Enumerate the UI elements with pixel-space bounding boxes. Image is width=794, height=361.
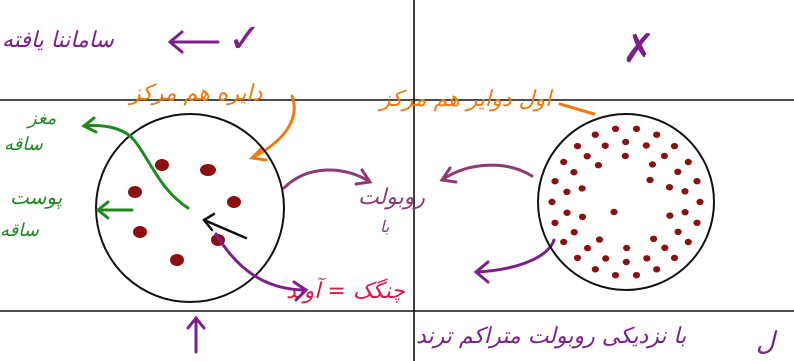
right-dot xyxy=(653,266,660,272)
right-dot xyxy=(574,143,581,149)
right-dot xyxy=(633,126,640,132)
right-dot xyxy=(671,143,678,149)
right-dot xyxy=(649,161,656,167)
right-dot xyxy=(570,169,577,175)
right-dot xyxy=(602,255,609,261)
right-dot xyxy=(666,184,673,190)
right-title-arrow xyxy=(560,104,594,114)
right-dot xyxy=(560,159,567,165)
bottom-left-arrow xyxy=(188,318,204,352)
left-dot xyxy=(133,226,147,238)
right-dot xyxy=(685,239,692,245)
right-dot xyxy=(646,177,653,183)
skin-label-sub: ساقه xyxy=(0,220,40,241)
right-dot xyxy=(633,272,640,278)
right-dot xyxy=(671,255,678,261)
right-dot xyxy=(551,220,558,226)
top-left-note: ساماننا یافته xyxy=(2,28,114,53)
right-dot xyxy=(596,236,603,242)
right-dot xyxy=(563,210,570,216)
right-dot xyxy=(612,272,619,278)
check-mark: ✓ xyxy=(228,16,262,62)
right-dot xyxy=(623,259,630,265)
center-label: روبولت xyxy=(358,185,425,210)
right-dot xyxy=(643,142,650,148)
right-dot xyxy=(681,188,688,194)
right-dot xyxy=(571,229,578,235)
left-dot xyxy=(170,254,184,266)
right-dot xyxy=(623,245,630,251)
top-left-arrow xyxy=(170,32,218,52)
left-circle-title: دایره هم مرکز xyxy=(127,81,263,106)
right-dot xyxy=(661,245,668,251)
brain-label: مغز xyxy=(26,108,57,129)
right-dot xyxy=(682,209,689,215)
right-dot xyxy=(595,162,602,168)
right-dot xyxy=(643,255,650,261)
right-dot xyxy=(612,126,619,132)
left-dot xyxy=(200,164,216,176)
bottom-right-marker: ل xyxy=(756,327,778,357)
right-dot xyxy=(693,220,700,226)
left-inner-arrow xyxy=(204,214,246,238)
right-dot xyxy=(693,178,700,184)
right-dot xyxy=(653,132,660,138)
center-arrow-left xyxy=(284,170,370,188)
left-dot xyxy=(227,196,241,208)
brain-label-sub: ساقه xyxy=(4,134,44,155)
right-circle-title: اول دوایر هم مرکز xyxy=(377,87,554,112)
right-dot xyxy=(666,212,673,218)
fork-arrow-right xyxy=(476,240,554,282)
left-circle xyxy=(96,114,284,302)
right-dot xyxy=(622,139,629,145)
center-arrow-right xyxy=(442,165,532,182)
right-dot xyxy=(675,229,682,235)
right-dot xyxy=(592,132,599,138)
right-dot xyxy=(574,255,581,261)
skin-arrow xyxy=(98,202,132,218)
right-circle-dots xyxy=(548,126,703,279)
cross-mark: ✗ xyxy=(622,26,656,72)
bottom-note: با نزدیکی روبولت متراکم ترند xyxy=(416,324,686,349)
right-dot xyxy=(560,239,567,245)
right-dot xyxy=(584,245,591,251)
right-dot xyxy=(563,189,570,195)
right-dot xyxy=(579,185,586,191)
right-dot xyxy=(584,153,591,159)
left-dot xyxy=(128,186,142,198)
right-dot xyxy=(685,159,692,165)
center-label-sub: با xyxy=(380,217,390,236)
right-dot xyxy=(661,153,668,159)
left-circle-dots xyxy=(128,159,241,266)
right-dot xyxy=(622,153,629,159)
right-dot xyxy=(674,169,681,175)
right-dot xyxy=(602,143,609,149)
right-dot xyxy=(551,178,558,184)
right-dot xyxy=(650,236,657,242)
right-dot xyxy=(696,199,703,205)
fork-arrow-left xyxy=(216,234,306,300)
right-dot xyxy=(548,199,555,205)
right-dot xyxy=(610,209,617,215)
right-dot xyxy=(592,266,599,272)
right-dot xyxy=(579,214,586,220)
skin-label: پوست xyxy=(10,185,63,209)
left-dot xyxy=(155,159,169,171)
